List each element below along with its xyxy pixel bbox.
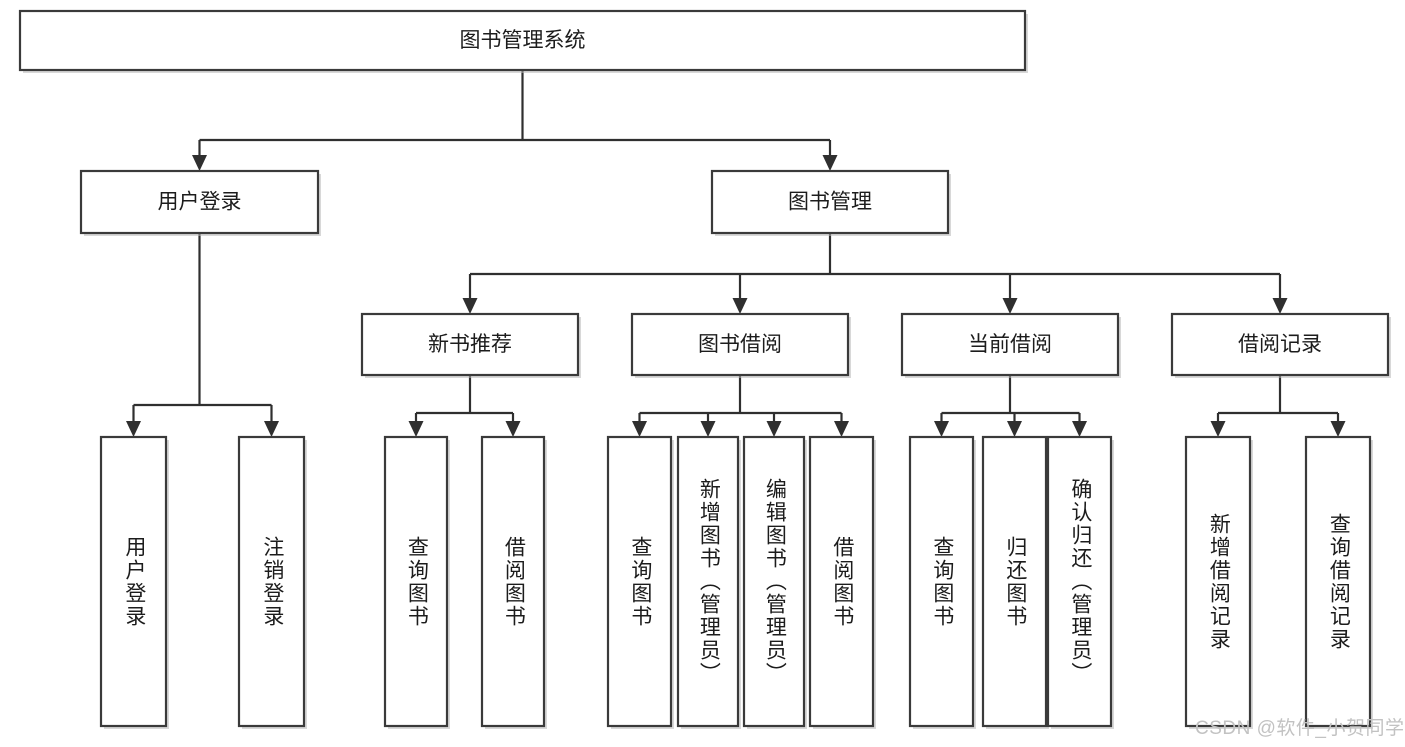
arrow-leaf xyxy=(408,421,424,437)
node-leaf-8[interactable] xyxy=(908,435,975,728)
node-leaf-10[interactable] xyxy=(1046,435,1113,728)
arrow-level3 xyxy=(462,298,478,314)
node-leaf-6[interactable] xyxy=(742,435,806,728)
node-leaf-4[interactable] xyxy=(606,435,673,728)
node-level3-1[interactable] xyxy=(630,312,850,377)
node-root[interactable] xyxy=(18,9,1027,72)
arrow-leaf xyxy=(934,421,949,437)
arrow-leaf xyxy=(1072,421,1087,437)
arrow-leaf xyxy=(1210,421,1226,437)
node-root-label: 图书管理系统 xyxy=(460,29,586,52)
connectors-layer xyxy=(126,70,1346,437)
arrow-level2 xyxy=(822,155,838,171)
node-level3-3[interactable] xyxy=(1170,312,1390,377)
node-level2-1[interactable] xyxy=(710,169,950,235)
watermark-text: CSDN @软件_小贺同学 xyxy=(1195,718,1405,739)
node-level3-label-3: 借阅记录 xyxy=(1238,333,1322,356)
node-leaf-1[interactable] xyxy=(237,435,306,728)
node-leaf-0[interactable] xyxy=(99,435,168,728)
node-level3-label-2: 当前借阅 xyxy=(968,333,1052,356)
node-leaf-5[interactable] xyxy=(676,435,740,728)
node-leaf-7[interactable] xyxy=(808,435,875,728)
arrow-leaf xyxy=(834,421,849,437)
node-level2-0[interactable] xyxy=(79,169,320,235)
node-level2-label-0: 用户登录 xyxy=(158,191,242,214)
arrow-leaf xyxy=(766,421,782,437)
node-level2-label-1: 图书管理 xyxy=(788,191,872,214)
node-leaf-9[interactable] xyxy=(981,435,1048,728)
node-level3-label-1: 图书借阅 xyxy=(698,333,782,356)
node-level3-0[interactable] xyxy=(360,312,580,377)
arrow-leaf xyxy=(126,421,141,437)
node-leaf-12[interactable] xyxy=(1304,435,1372,728)
node-leaf-3[interactable] xyxy=(480,435,546,728)
node-level3-2[interactable] xyxy=(900,312,1120,377)
arrow-level3 xyxy=(1272,298,1288,314)
arrow-leaf xyxy=(1330,421,1346,437)
node-leaf-2[interactable] xyxy=(383,435,449,728)
arrow-level3 xyxy=(1002,298,1018,314)
arrow-leaf xyxy=(700,421,716,437)
node-leaf-11[interactable] xyxy=(1184,435,1252,728)
node-level3-label-0: 新书推荐 xyxy=(428,333,512,356)
boxes-layer xyxy=(18,9,1391,729)
arrow-leaf xyxy=(1007,421,1022,437)
arrow-leaf xyxy=(505,421,521,437)
arrow-leaf xyxy=(264,421,279,437)
arrow-level2 xyxy=(192,155,207,171)
arrow-level3 xyxy=(732,298,748,314)
arrow-leaf xyxy=(632,421,647,437)
